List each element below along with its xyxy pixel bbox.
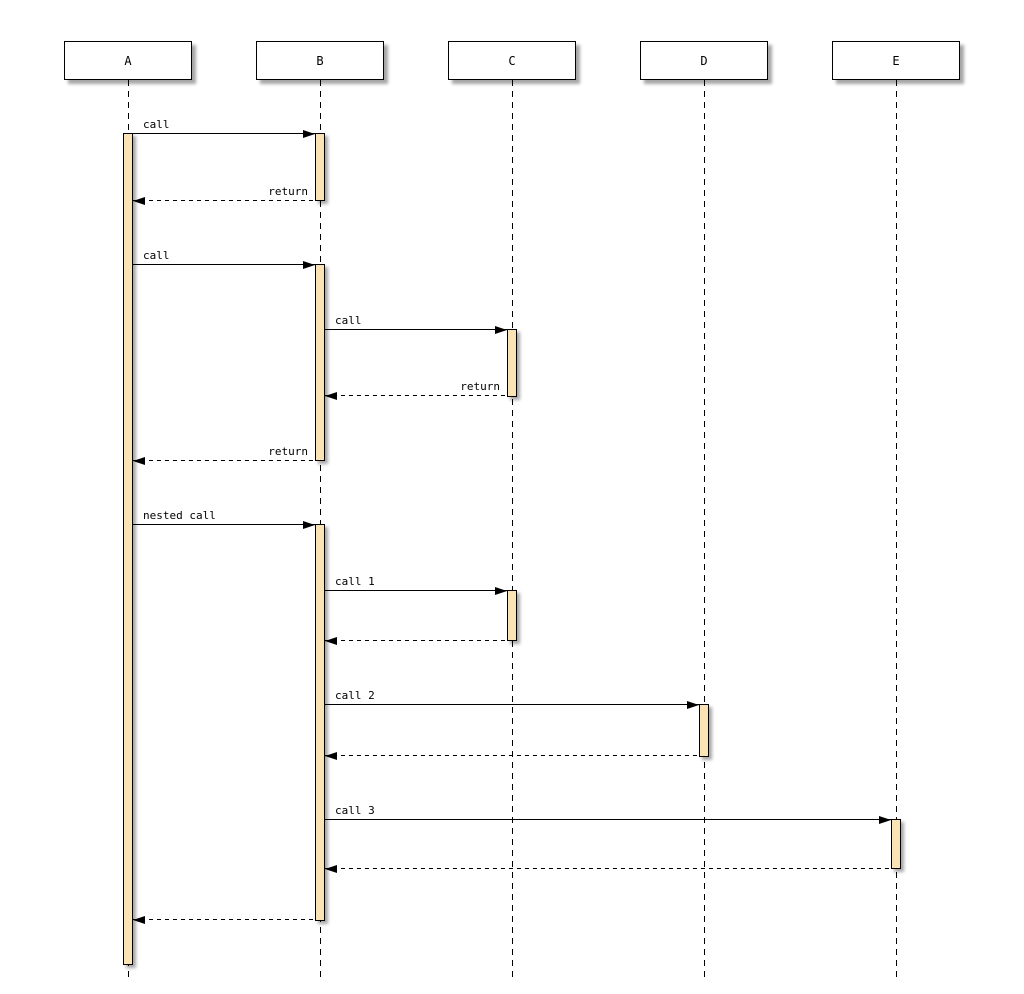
arrowhead-icon [303,260,315,269]
return-arrow-line [325,395,507,396]
return-arrow-line [325,640,507,641]
activation-bar-b [315,264,325,461]
activation-bar-a [123,133,133,965]
call-arrow-line [325,329,507,330]
activation-bar-c [507,329,517,397]
activation-bar-e [891,819,901,869]
actor-box-E: E [832,41,960,80]
actor-box-C: C [448,41,576,80]
actor-box-D: D [640,41,768,80]
lifeline-C [512,80,513,977]
return-arrow-line [133,200,315,201]
activation-bar-b [315,524,325,921]
call-arrow-line [325,819,891,820]
arrowhead-icon [687,700,699,709]
return-arrow-line [325,868,891,869]
arrowhead-icon [133,196,145,205]
message-label: return [460,380,500,393]
arrowhead-icon [325,391,337,400]
actor-label: B [316,53,324,68]
return-arrow-line [133,460,315,461]
arrowhead-icon [325,751,337,760]
actor-label: D [700,53,708,68]
message-label: call 2 [335,689,375,702]
message-label: return [268,185,308,198]
message-label: return [268,445,308,458]
call-arrow-line [133,524,315,525]
arrowhead-icon [325,864,337,873]
call-arrow-line [133,133,315,134]
actor-label: A [124,53,132,68]
lifeline-D [704,80,705,977]
message-label: call [335,314,362,327]
arrowhead-icon [133,915,145,924]
arrowhead-icon [495,586,507,595]
actor-box-B: B [256,41,384,80]
arrowhead-icon [303,520,315,529]
lifeline-E [896,80,897,977]
call-arrow-line [133,264,315,265]
actor-box-A: A [64,41,192,80]
message-label: call [143,118,170,131]
activation-bar-c [507,590,517,641]
call-arrow-line [325,704,699,705]
arrowhead-icon [325,636,337,645]
message-label: call 3 [335,804,375,817]
actor-label: C [508,53,516,68]
activation-bar-d [699,704,709,757]
return-arrow-line [133,919,315,920]
call-arrow-line [325,590,507,591]
arrowhead-icon [133,456,145,465]
activation-bar-b [315,133,325,201]
message-label: call [143,249,170,262]
arrowhead-icon [495,325,507,334]
message-label: nested call [143,509,216,522]
arrowhead-icon [879,815,891,824]
actor-label: E [892,53,900,68]
arrowhead-icon [303,129,315,138]
return-arrow-line [325,755,699,756]
message-label: call 1 [335,575,375,588]
